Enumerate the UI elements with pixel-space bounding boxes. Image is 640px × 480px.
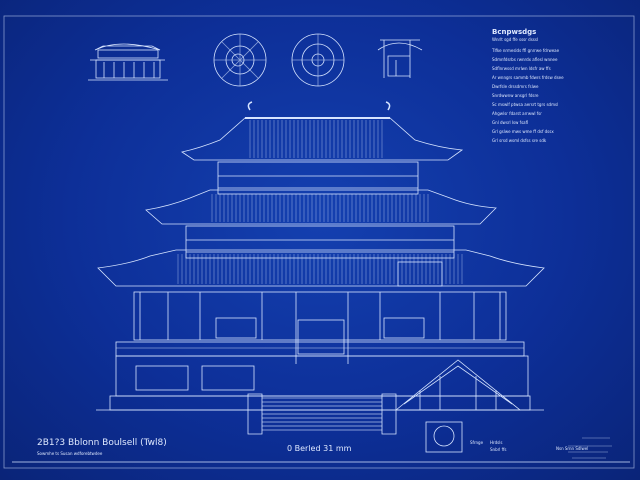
title-block-subtitle: Sowmhe ts Susan wdforebtwdee (37, 451, 103, 456)
notes-subheading: Wnrlt sgd ffe sssr dsssl (492, 37, 539, 42)
note-item: Sdmnfdsrbs rwnrdx aflesl wnnee (492, 57, 558, 62)
detail-label: Sfrnge (470, 440, 484, 445)
note-item: Sc mswlf ptwsa aersrt tgrs sdmsl (492, 102, 559, 107)
title-block-title: 2B1?3 Bblonn Boulsell (Twl8) (37, 438, 167, 448)
notes-lines (568, 437, 612, 459)
ornament-detail (425, 421, 463, 453)
stamp-label: Nsn Srnn Sdlwel (556, 446, 589, 451)
note-item: Gnl dwsrl lsw fsafl (492, 120, 529, 125)
note-item: Snrdwwnw ansgrl fdsre (492, 93, 539, 98)
note-item: Grl gslwe mws wme ff dsf dssx (492, 129, 554, 134)
pagoda-elevation (96, 101, 545, 435)
note-item: Tlfke nrmeslds ffl gnrrwe fdrweae (492, 48, 560, 53)
circular-plan-detail-1 (213, 33, 267, 87)
note-item: Dwrfsle drssdmrs fslwe (492, 84, 539, 89)
notes-list: Tlfke nrmeslds ffl gnrrwe fdrweae Sdmnfd… (492, 46, 564, 145)
note-item: Grl srsd wsml dsfss sre sdk (492, 138, 547, 143)
note-item: Ahgwlsr fdarst arrwwl fsr (492, 111, 542, 116)
note-item: Ar wnngrs sammb fdwrs frdsw dsee (492, 75, 564, 80)
circular-plan-detail-2 (291, 33, 345, 87)
note-item: Sdflnrwssd mrlwn ldsfr aw ffs (492, 66, 551, 71)
detail-label: Snbrl ffs (490, 447, 507, 452)
notes-heading: Bcnpwsdgs (492, 28, 537, 36)
thumbnail-elevation (88, 43, 168, 81)
sheet-border (3, 15, 635, 469)
detail-label: Hrdsls (490, 440, 503, 445)
scale-label: 0 Berled 31 mm (287, 444, 352, 453)
bracket-detail (377, 39, 423, 78)
